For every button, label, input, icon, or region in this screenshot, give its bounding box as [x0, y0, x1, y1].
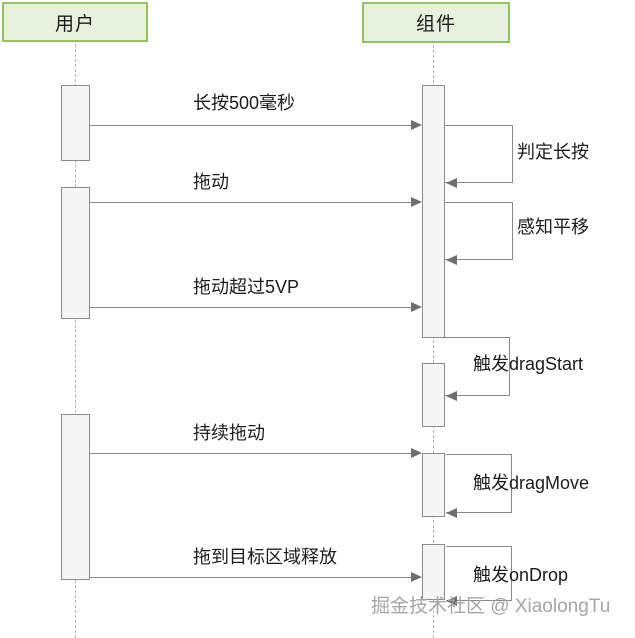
- message-label-judge-long-press: 判定长按: [517, 142, 589, 162]
- lifeline-user: [75, 44, 76, 638]
- participant-box-component: 组件: [362, 2, 510, 43]
- message-label-long-press: 长按500毫秒: [193, 93, 296, 113]
- watermark: 掘金技术社区 @ XiaolongTu: [371, 596, 611, 617]
- message-line-continuous-drag: [90, 453, 412, 454]
- arrowhead-continuous-drag-icon: [411, 448, 422, 458]
- message-line-drag-to-target-release: [90, 577, 412, 578]
- message-line-long-press: [90, 125, 412, 126]
- arrowhead-trigger-drag-start-icon: [446, 391, 457, 401]
- activation-component-3: [422, 453, 445, 517]
- arrowhead-drag-icon: [411, 197, 422, 207]
- self-loop-trigger-drag-move: [446, 454, 512, 513]
- message-label-drag: 拖动: [193, 172, 229, 192]
- message-label-perceive-pan: 感知平移: [517, 217, 589, 237]
- message-label-drag-to-target-release: 拖到目标区域释放: [193, 547, 337, 567]
- arrowhead-drag-over-5vp-icon: [411, 302, 422, 312]
- message-label-trigger-drag-start: 触发dragStart: [473, 354, 584, 374]
- participant-box-user: 用户: [2, 2, 148, 42]
- arrowhead-trigger-on-drop-icon: [446, 596, 457, 606]
- self-loop-trigger-on-drop: [446, 546, 512, 601]
- message-label-continuous-drag: 持续拖动: [193, 423, 265, 443]
- activation-user-2: [61, 187, 90, 319]
- arrowhead-drag-to-target-release-icon: [411, 572, 422, 582]
- message-label-trigger-drag-move: 触发dragMove: [473, 473, 590, 493]
- lifeline-component: [433, 45, 434, 638]
- activation-component-1: [422, 85, 445, 338]
- self-loop-judge-long-press: [445, 125, 513, 183]
- arrowhead-perceive-pan-icon: [446, 255, 457, 265]
- self-loop-trigger-drag-start: [445, 337, 510, 396]
- activation-component-2: [422, 363, 445, 427]
- arrowhead-trigger-drag-move-icon: [446, 508, 457, 518]
- self-loop-perceive-pan: [445, 202, 513, 260]
- message-line-drag-over-5vp: [90, 307, 412, 308]
- message-label-drag-over-5vp: 拖动超过5VP: [193, 277, 300, 297]
- arrowhead-judge-long-press-icon: [446, 178, 457, 188]
- arrowhead-long-press-icon: [411, 120, 422, 130]
- activation-component-4: [422, 544, 445, 600]
- participant-label-user: 用户: [54, 13, 95, 35]
- activation-user-1: [61, 85, 90, 161]
- activation-user-3: [61, 414, 90, 580]
- participant-label-component: 组件: [415, 14, 456, 35]
- message-line-drag: [90, 202, 412, 203]
- message-label-trigger-on-drop: 触发onDrop: [473, 565, 569, 585]
